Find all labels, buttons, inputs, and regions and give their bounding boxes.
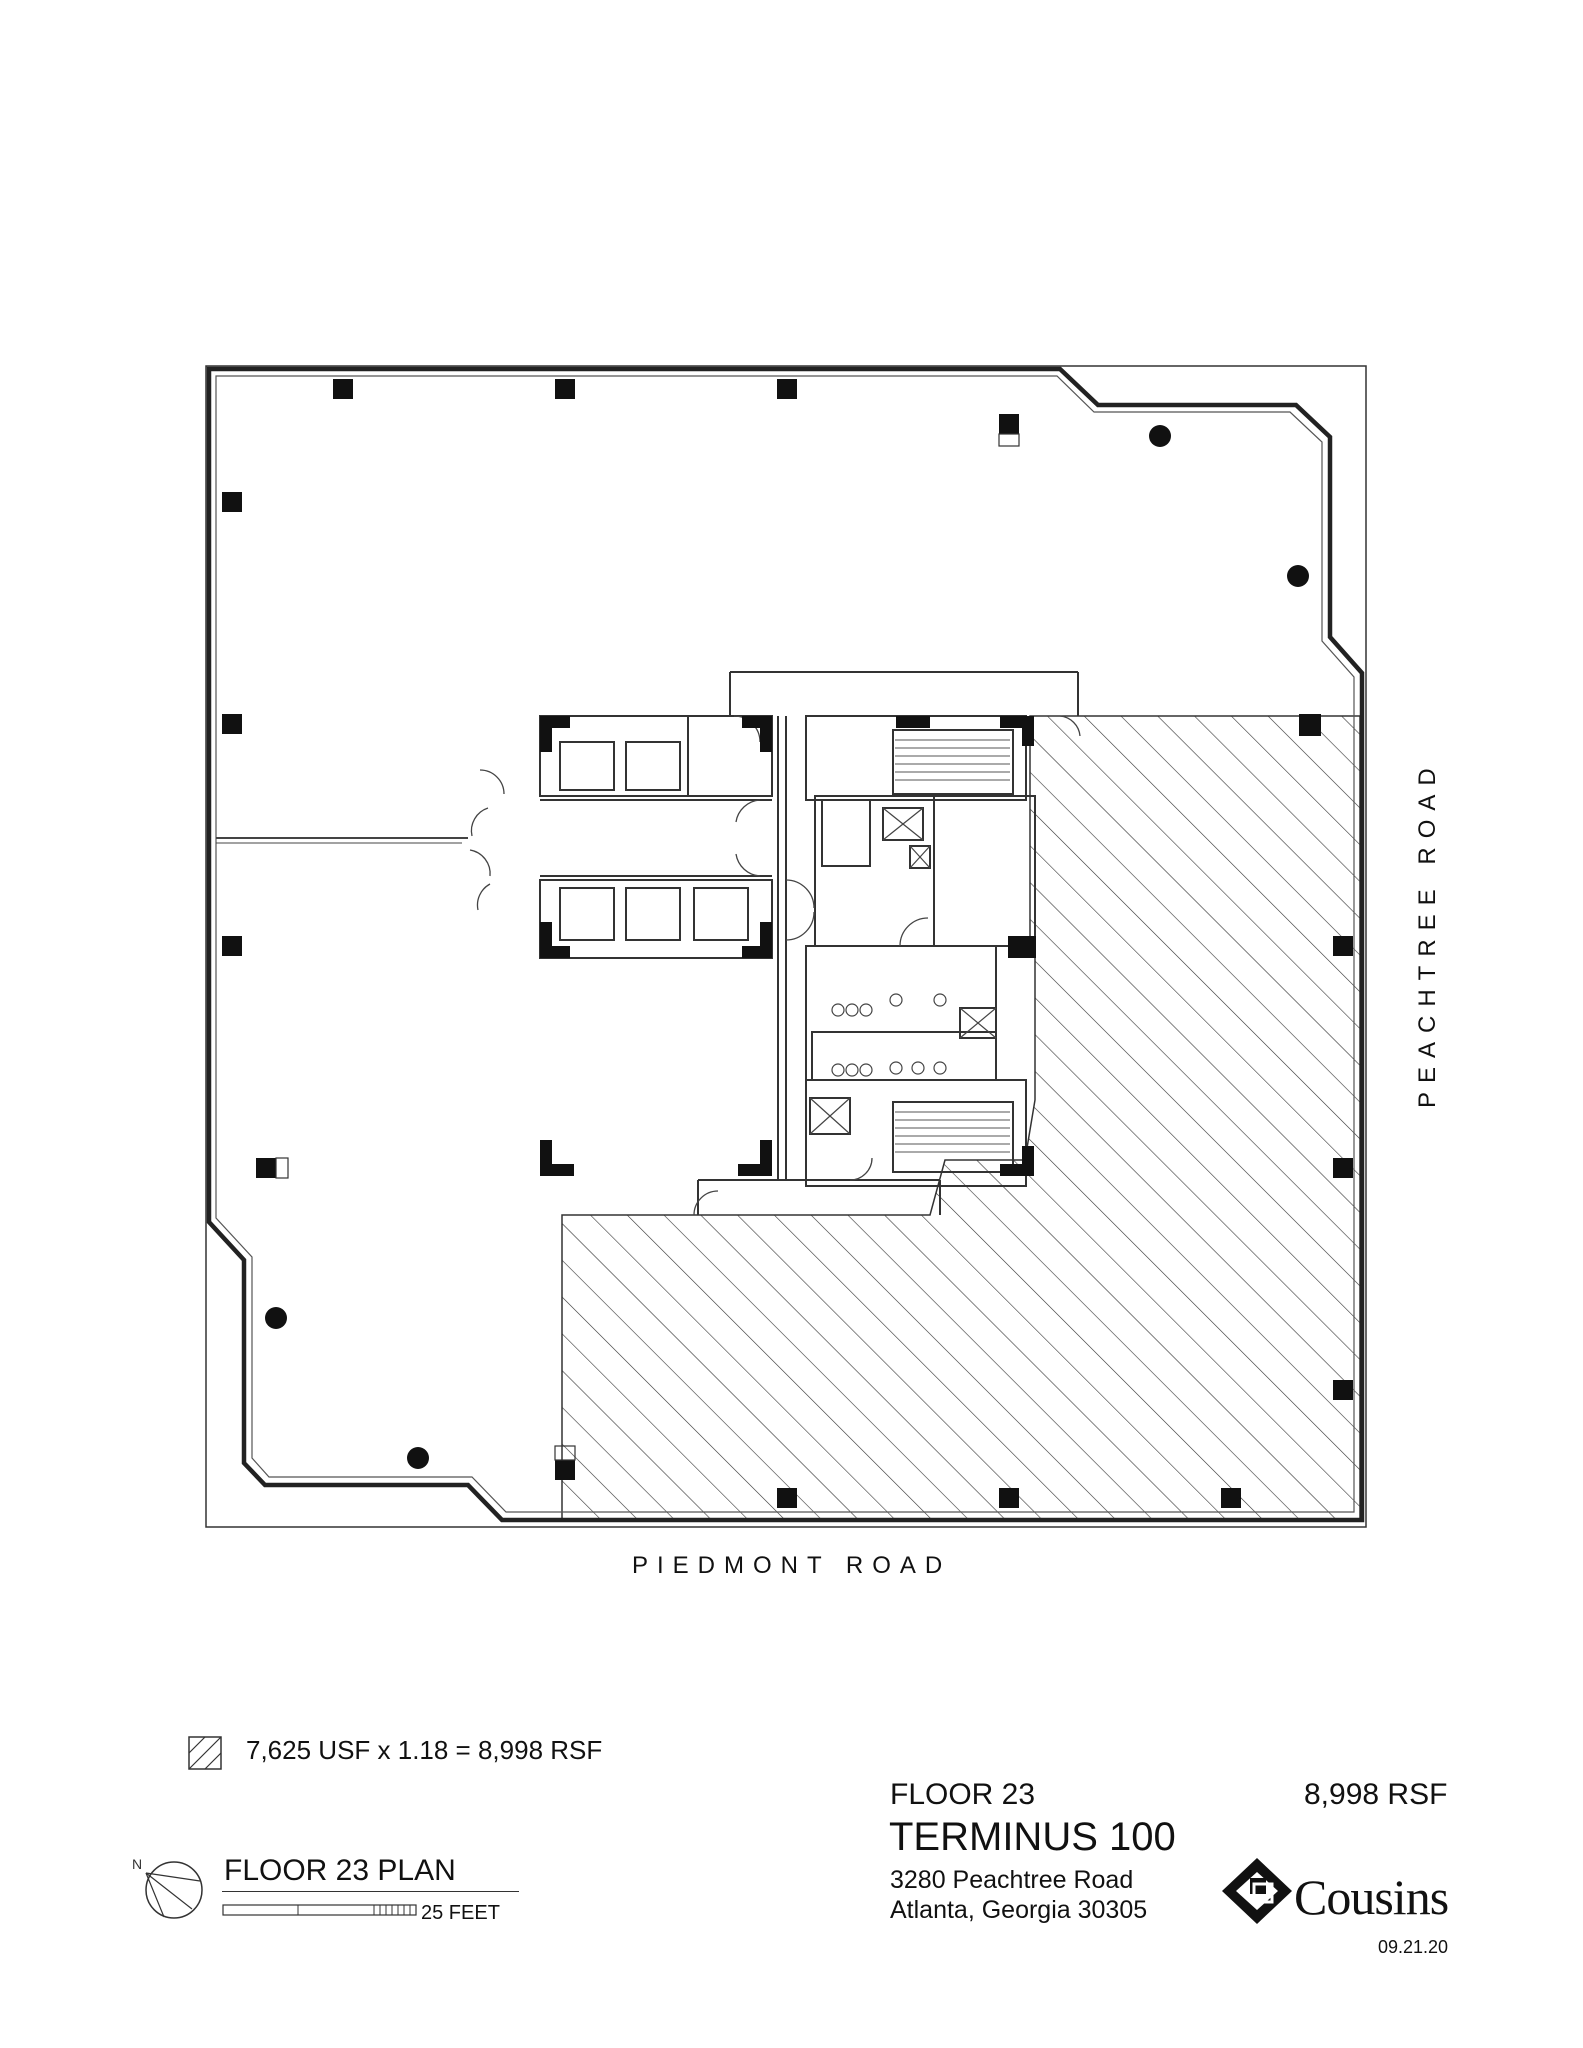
address-line-2: Atlanta, Georgia 30305 (890, 1896, 1148, 1924)
scale-label: 25 FEET (421, 1902, 500, 1924)
building-name: TERMINUS 100 (889, 1815, 1176, 1859)
core-corner-column (540, 716, 1034, 1176)
plan-title-rule (222, 1891, 519, 1892)
street-label-bottom: PIEDMONT ROAD (632, 1552, 952, 1579)
leased-area-hatch (561, 715, 1361, 1521)
shaft-cross (809, 807, 997, 1135)
structural-column-outline (275, 433, 1020, 1461)
stair-treads (895, 739, 1010, 1153)
scale-bar (222, 1904, 417, 1916)
legend-text: 7,625 USF x 1.18 = 8,998 RSF (246, 1735, 603, 1765)
floor-label: FLOOR 23 (890, 1778, 1036, 1811)
rsf-total: 8,998 RSF (1304, 1778, 1448, 1811)
cousins-logo-icon (1222, 1858, 1292, 1924)
company-name: Cousins (1294, 1869, 1449, 1925)
property-boundary (205, 365, 1367, 1528)
service-core (805, 715, 1036, 1187)
hatch-swatch-icon (188, 1736, 222, 1770)
fixture-toilet (831, 993, 947, 1077)
north-arrow-icon: N (132, 1856, 203, 1919)
round-column (265, 425, 1309, 1469)
building-exterior-wall-inner (215, 375, 1355, 1513)
building-exterior-wall (206, 366, 1365, 1523)
north-label: N (132, 1856, 142, 1872)
address-line-1: 3280 Peachtree Road (890, 1866, 1134, 1894)
street-label-right: PEACHTREE ROAD (1414, 759, 1441, 1108)
structural-column (222, 379, 1353, 1508)
plan-title: FLOOR 23 PLAN (224, 1854, 456, 1887)
date-stamp: 09.21.20 (1378, 1937, 1449, 1957)
elevator-core (539, 671, 1079, 1215)
